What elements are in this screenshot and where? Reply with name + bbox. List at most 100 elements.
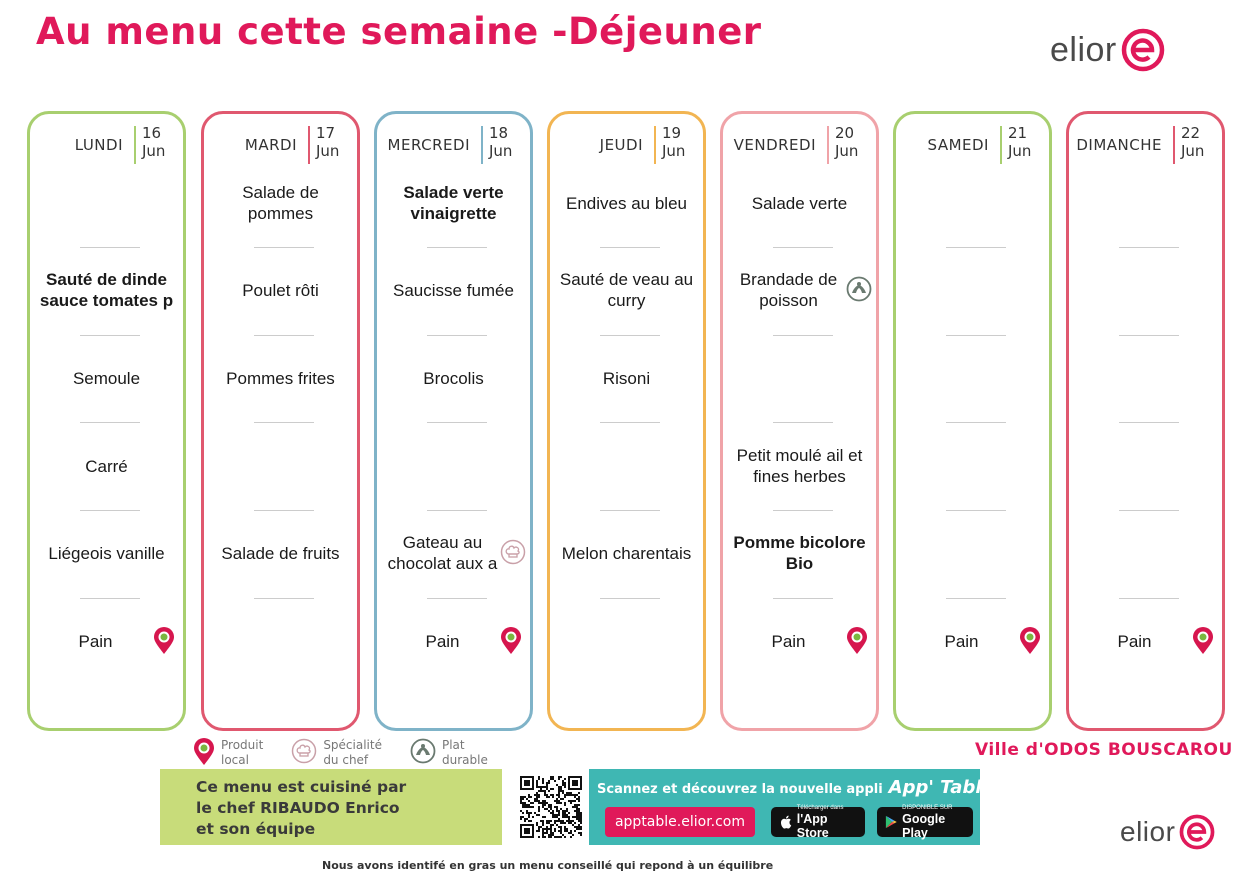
legend-local: Produit local (193, 738, 263, 768)
course-divider (946, 335, 1006, 336)
course-divider (254, 510, 314, 511)
menu-item: Pain (944, 631, 979, 651)
menu-item: Pommes frites (226, 368, 335, 388)
page-title: Au menu cette semaine -Déjeuner (36, 10, 762, 53)
google-play-big: Google Play (902, 811, 946, 840)
course-divider (1119, 510, 1179, 511)
day-number: 19 (662, 124, 682, 142)
menu-item (896, 343, 1049, 413)
menu-item (1069, 518, 1222, 588)
day-month: Jun (316, 142, 340, 160)
day-name: LUNDI (74, 136, 123, 154)
google-play-small: DISPONIBLE SUR (902, 804, 953, 811)
course-divider (946, 247, 1006, 248)
course-divider (254, 422, 314, 423)
legend-durable-line1: Plat (441, 738, 465, 752)
chef-specialty-icon (500, 539, 526, 565)
course-divider (1119, 598, 1179, 599)
menu-item (896, 431, 1049, 501)
menu-item: Salade de fruits (221, 543, 340, 563)
app-store-big: l'App Store (796, 811, 829, 840)
legend-chef-line1: Spécialité (323, 738, 382, 752)
menu-item (723, 343, 876, 413)
day-month: Jun (489, 142, 513, 160)
elior-logo: elior (1050, 28, 1165, 72)
menu-item: Brandade de poisson (739, 270, 838, 310)
day-header-divider (1173, 126, 1175, 164)
day-header-divider (827, 126, 829, 164)
day-number: 22 (1181, 124, 1201, 142)
sustainable-dish-icon (410, 738, 436, 764)
course-divider (600, 598, 660, 599)
local-product-icon (194, 738, 214, 765)
apple-icon (780, 815, 792, 829)
chef-box: Ce menu est cuisiné par le chef RIBAUDO … (160, 769, 502, 845)
chef-line2: le chef RIBAUDO Enrico (196, 799, 400, 817)
app-promo-caption: Scannez et découvrez la nouvelle appli (597, 782, 883, 797)
legend: Produit local Spécialité du chef Plat du… (193, 738, 516, 768)
menu-item (896, 168, 1049, 238)
chef-specialty-icon (292, 738, 317, 764)
elior-e-icon (1180, 814, 1215, 850)
local-product-icon (500, 627, 526, 654)
course-divider (600, 335, 660, 336)
menu-item (1069, 343, 1222, 413)
menu-item: Gateau au chocolat aux a (387, 533, 498, 573)
course-divider (427, 510, 487, 511)
menu-item: Salade de pommes (242, 183, 319, 223)
course-divider (427, 422, 487, 423)
day-month: Jun (1008, 142, 1032, 160)
menu-item: Brocolis (423, 368, 484, 388)
day-month: Jun (142, 142, 166, 160)
menu-item (896, 255, 1049, 325)
course-divider (80, 510, 140, 511)
brand-wordmark: elior (1050, 30, 1117, 69)
day-name: SAMEDI (927, 136, 989, 154)
course-divider (80, 335, 140, 336)
course-divider (773, 422, 833, 423)
course-divider (80, 422, 140, 423)
app-brand: App' Table (888, 777, 994, 798)
legend-durable-line2: durable (441, 753, 488, 767)
google-play-button[interactable]: DISPONIBLE SUR Google Play (877, 804, 973, 840)
course-divider (80, 598, 140, 599)
app-store-button[interactable]: Télécharger dans l'App Store (771, 805, 865, 840)
legend-local-line2: local (221, 753, 249, 767)
day-number: 21 (1008, 124, 1028, 142)
day-number: 20 (835, 124, 855, 142)
local-product-icon (1019, 627, 1045, 654)
day-name: MERCREDI (387, 136, 470, 154)
menu-item: Melon charentais (561, 543, 692, 563)
app-url-link[interactable]: apptable.elior.com (605, 807, 755, 837)
menu-item (204, 431, 357, 501)
local-product-icon (153, 627, 179, 654)
menu-item: Endives au bleu (566, 193, 687, 213)
day-name: JEUDI (599, 136, 643, 154)
course-divider (600, 422, 660, 423)
day-month: Jun (662, 142, 686, 160)
course-divider (254, 598, 314, 599)
course-divider (427, 335, 487, 336)
course-divider (946, 598, 1006, 599)
elior-e-icon (1121, 28, 1164, 72)
sustainable-dish-icon (846, 276, 872, 302)
course-divider (773, 335, 833, 336)
menu-item (1069, 255, 1222, 325)
city-name: Ville d'ODOS BOUSCAROU (975, 740, 1233, 760)
brand-wordmark-footer: elior (1120, 816, 1176, 847)
course-divider (773, 598, 833, 599)
qr-code[interactable] (513, 769, 589, 845)
